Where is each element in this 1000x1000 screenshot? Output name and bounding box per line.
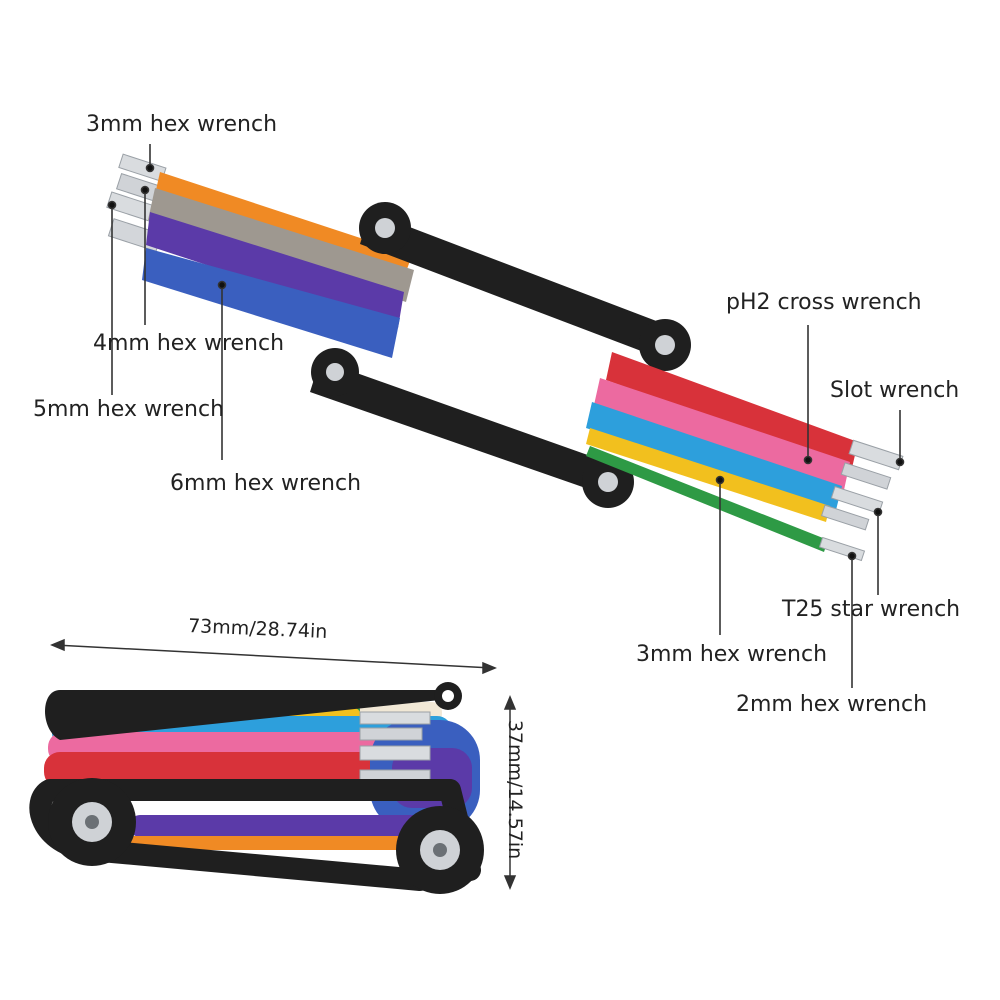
callout-lines-right xyxy=(715,325,905,688)
label-ph2-cross: pH2 cross wrench xyxy=(726,290,922,315)
frame-arm-upper xyxy=(359,202,691,371)
dimension-height-label: 37mm/14.57in xyxy=(504,719,527,860)
label-5mm-hex: 5mm hex wrench xyxy=(33,397,225,422)
callout-lines-left xyxy=(107,144,227,460)
dimension-arrow-height xyxy=(503,695,517,890)
label-slot: Slot wrench xyxy=(830,378,960,403)
frame-arm-lower xyxy=(310,348,634,508)
label-3mm-hex-top: 3mm hex wrench xyxy=(86,112,278,137)
dimension-arrow-length xyxy=(50,638,497,675)
bit-bundle-right xyxy=(586,352,904,562)
folded-tool xyxy=(29,682,484,894)
label-t25-star: T25 star wrench xyxy=(782,597,961,622)
label-3mm-hex-bottom: 3mm hex wrench xyxy=(636,642,828,667)
hex-key-bundle-left xyxy=(106,153,414,358)
label-6mm-hex: 6mm hex wrench xyxy=(170,471,362,496)
label-4mm-hex: 4mm hex wrench xyxy=(93,331,285,356)
label-2mm-hex: 2mm hex wrench xyxy=(736,692,928,717)
